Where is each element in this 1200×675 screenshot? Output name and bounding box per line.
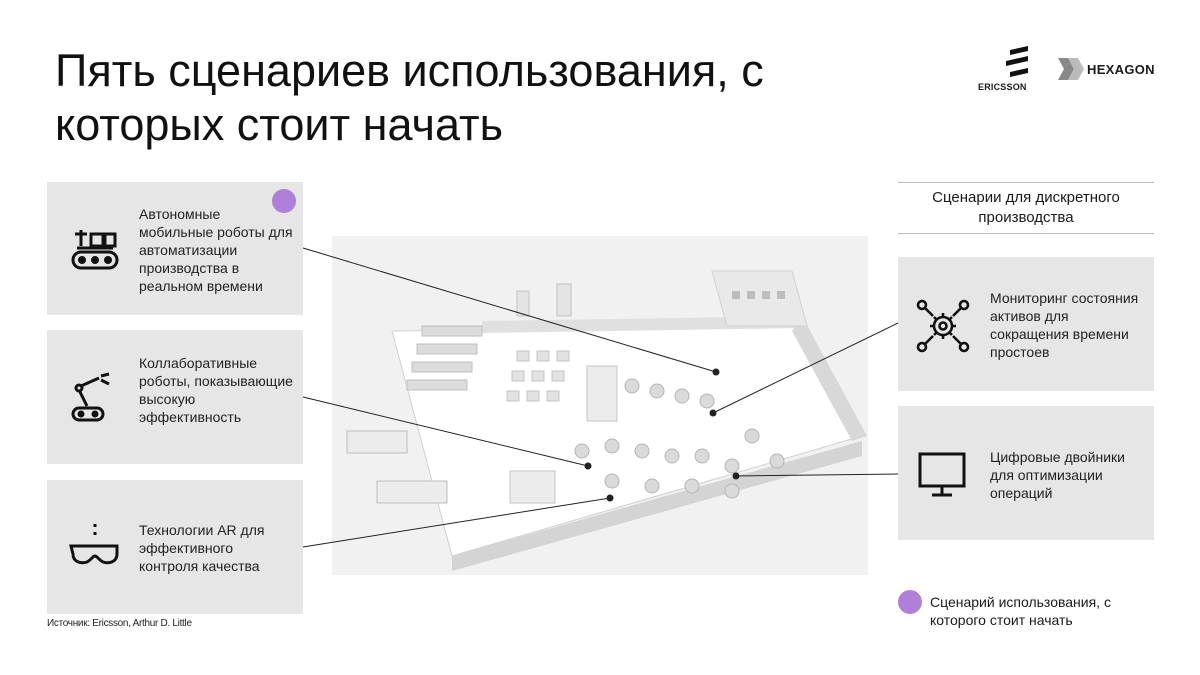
mobile-robot-icon bbox=[69, 222, 121, 277]
scenario-card-ar: Технологии AR для эффективного контроля … bbox=[47, 480, 303, 614]
scenario-text: Мониторинг состояния активов для сокраще… bbox=[990, 290, 1139, 360]
scenario-text: Коллаборативные роботы, показывающие выс… bbox=[139, 355, 293, 425]
scenario-card-mobile-robots: Автономные мобильные роботы для автомати… bbox=[47, 182, 303, 315]
hexagon-wordmark: HEXAGON bbox=[1087, 62, 1155, 77]
ericsson-wordmark: ERICSSON bbox=[978, 82, 1027, 92]
monitor-icon bbox=[916, 450, 970, 505]
factory-floor-graphic bbox=[346, 270, 867, 571]
source-note: Источник: Ericsson, Arthur D. Little bbox=[47, 618, 192, 629]
gear-network-icon bbox=[916, 299, 970, 358]
factory-illustration bbox=[332, 236, 868, 575]
discrete-manufacturing-header: Сценарии для дискретного производства bbox=[898, 182, 1154, 234]
legend-dot bbox=[898, 590, 922, 614]
ar-glasses-icon bbox=[69, 522, 121, 573]
scenario-card-digital-twins: Цифровые двойники для оптимизации операц… bbox=[898, 406, 1154, 540]
robot-arm-icon bbox=[69, 372, 121, 429]
scenario-text: Цифровые двойники для оптимизации операц… bbox=[990, 449, 1125, 501]
page-title: Пять сценариев использования, с которых … bbox=[55, 45, 764, 150]
scenario-text: Технологии AR для эффективного контроля … bbox=[139, 522, 265, 574]
legend-text: Сценарий использования, с которого стоит… bbox=[930, 594, 1111, 628]
highlight-dot bbox=[272, 189, 296, 213]
ericsson-logo: ERICSSON bbox=[978, 46, 1046, 96]
ericsson-mark-icon bbox=[1006, 46, 1028, 77]
scenario-card-asset-monitoring: Мониторинг состояния активов для сокраще… bbox=[898, 257, 1154, 391]
scenario-text: Автономные мобильные роботы для автомати… bbox=[139, 206, 293, 294]
scenario-card-cobots: Коллаборативные роботы, показывающие выс… bbox=[47, 330, 303, 464]
hexagon-mark-icon bbox=[1058, 58, 1084, 80]
